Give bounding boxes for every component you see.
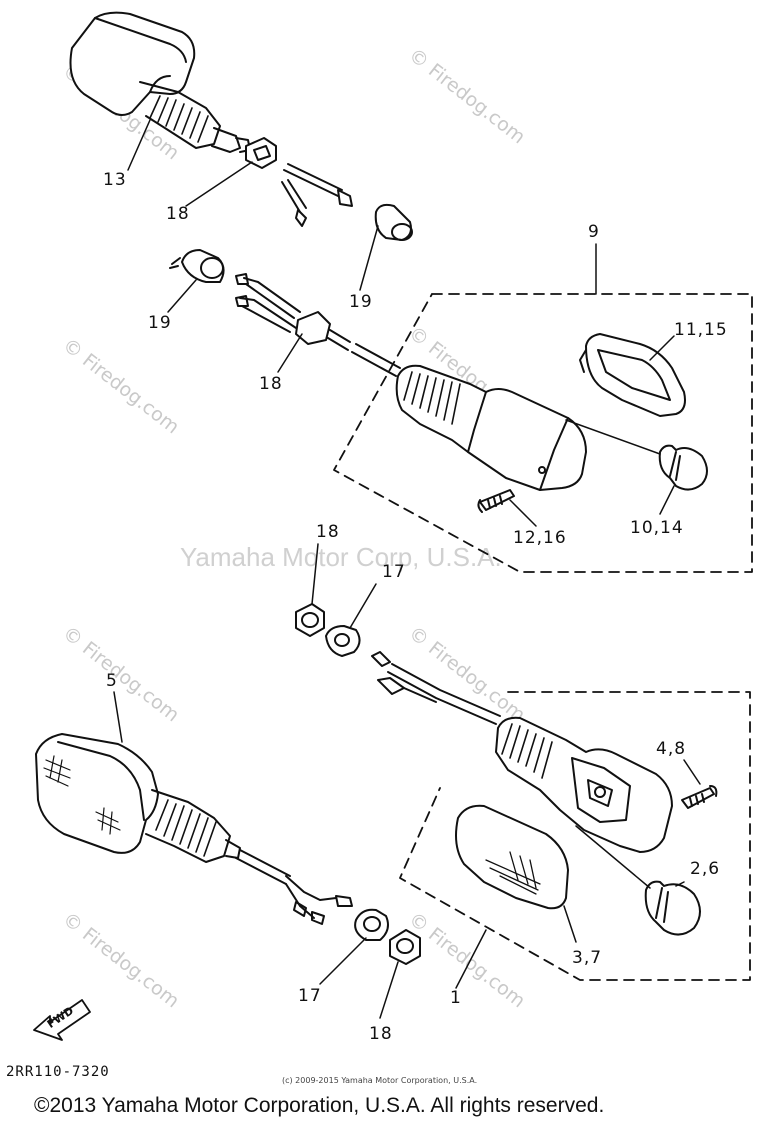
callout-18: 18 bbox=[166, 204, 190, 224]
small-copyright: (c) 2009-2015 Yamaha Motor Corporation, … bbox=[282, 1076, 478, 1085]
callout-3-7: 3,7 bbox=[572, 948, 603, 968]
turn-signal-13 bbox=[69, 11, 251, 153]
nut-18c bbox=[295, 603, 325, 637]
callout-13: 13 bbox=[103, 170, 127, 190]
grommet-19a bbox=[374, 203, 413, 241]
lens-3-7 bbox=[455, 804, 569, 910]
callout-9: 9 bbox=[588, 222, 600, 242]
callout-12-16: 12,16 bbox=[513, 528, 567, 548]
leader-lines bbox=[113, 119, 701, 1019]
callout-1: 1 bbox=[450, 988, 462, 1008]
assembly-box-9 bbox=[333, 293, 753, 573]
callout-18: 18 bbox=[369, 1024, 393, 1044]
diagram-code: 2RR110-7320 bbox=[6, 1064, 110, 1080]
callout-5: 5 bbox=[106, 671, 118, 691]
watermark-yamaha: Yamaha Motor Corp, U.S.A. bbox=[180, 542, 502, 572]
lens-11-15 bbox=[579, 333, 686, 417]
turn-signal-5 bbox=[35, 733, 241, 863]
callout-11-15: 11,15 bbox=[674, 320, 728, 340]
fwd-arrow bbox=[33, 999, 91, 1041]
nut-18b bbox=[295, 311, 351, 351]
nut-18a bbox=[245, 137, 277, 169]
callout-18: 18 bbox=[259, 374, 283, 394]
callout-19: 19 bbox=[148, 313, 172, 333]
assembly-box-1 bbox=[399, 691, 751, 981]
callout-17: 17 bbox=[382, 562, 406, 582]
callout-18: 18 bbox=[316, 522, 340, 542]
wires-upper bbox=[281, 163, 353, 227]
callout-19: 19 bbox=[349, 292, 373, 312]
callout-10-14: 10,14 bbox=[630, 518, 684, 538]
wires-lower-left bbox=[235, 849, 353, 925]
callout-4-8: 4,8 bbox=[656, 739, 687, 759]
washer-17a bbox=[325, 625, 361, 657]
grommet-19b bbox=[169, 249, 225, 283]
screw-12-16 bbox=[477, 489, 515, 513]
wires-lower-right bbox=[371, 651, 501, 725]
washer-17b bbox=[354, 908, 389, 941]
callout-2-6: 2,6 bbox=[690, 859, 721, 879]
turn-signal-body-9 bbox=[395, 364, 587, 491]
screw-4-8 bbox=[681, 785, 718, 809]
bulb-2-6 bbox=[644, 880, 701, 936]
turn-signal-body-1 bbox=[495, 716, 673, 853]
bulb-10-14 bbox=[658, 444, 708, 491]
cable-9 bbox=[351, 343, 401, 377]
wires-middle bbox=[235, 273, 301, 333]
callout-17: 17 bbox=[298, 986, 322, 1006]
nut-18d bbox=[389, 929, 421, 965]
footer-copyright: ©2013 Yamaha Motor Corporation, U.S.A. A… bbox=[34, 1094, 605, 1117]
